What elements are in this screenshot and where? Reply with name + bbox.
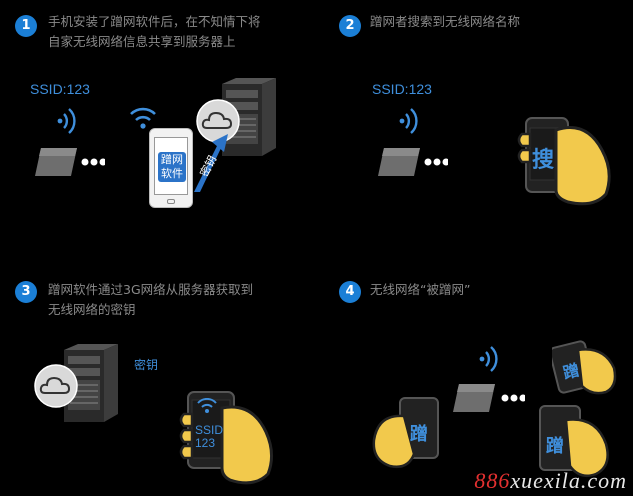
hand-icon — [539, 405, 609, 477]
watermark-prefix: 886 — [474, 468, 511, 493]
wifi-icon — [57, 108, 76, 134]
router-icon — [35, 148, 105, 176]
step-caption-3-line1: 蹭网软件通过3G网络从服务器获取到 — [48, 282, 254, 297]
app-icon: 蹭网 软件 — [158, 152, 186, 182]
phone-char: 蹭 — [410, 424, 428, 445]
phone-ssid: SSID 123 — [195, 424, 223, 450]
step-badge-2: 2 — [339, 15, 361, 37]
panel-step-1: 1 手机安装了蹭网软件后，在不知情下将 自家无线网络信息共享到服务器上 SSID… — [0, 0, 316, 248]
step-caption-4: 无线网络“被蹭网” — [370, 280, 470, 300]
arrow-icon — [194, 134, 228, 192]
wifi-icon — [399, 108, 418, 134]
panel-step-3: 3 蹭网软件通过3G网络从服务器获取到 无线网络的密钥 密钥 SSID 123 — [0, 248, 316, 496]
panel-step-4: 4 无线网络“被蹭网” 蹭 蹭 蹭 — [316, 248, 633, 496]
step-badge-4: 4 — [339, 281, 361, 303]
hand-icon — [179, 391, 273, 485]
step-caption-3-line2: 无线网络的密钥 — [48, 302, 136, 317]
step-caption-1-line2: 自家无线网络信息共享到服务器上 — [48, 34, 236, 49]
hand-icon — [517, 117, 611, 206]
phone-ssid-line2: 123 — [195, 436, 216, 450]
server-icon — [64, 344, 118, 422]
router-icon — [378, 148, 448, 176]
cloud-icon — [34, 364, 78, 408]
cloud-icon — [196, 99, 240, 143]
wifi-icon — [479, 346, 498, 372]
ssid-label: SSID:123 — [30, 81, 90, 97]
step-caption-3: 蹭网软件通过3G网络从服务器获取到 无线网络的密钥 — [48, 280, 253, 320]
step-caption-1: 手机安装了蹭网软件后，在不知情下将 自家无线网络信息共享到服务器上 — [48, 12, 261, 52]
step-caption-2-line1: 蹭网者搜索到无线网络名称 — [370, 14, 521, 29]
step-caption-4-line1: 无线网络“被蹭网” — [370, 282, 471, 297]
step-caption-1-line1: 手机安装了蹭网软件后，在不知情下将 — [48, 14, 261, 29]
key-label: 密钥 — [134, 358, 159, 372]
ssid-label: SSID:123 — [372, 81, 432, 97]
wifi-icon — [130, 107, 156, 129]
watermark-suffix: xuexila.com — [510, 468, 627, 493]
hand-icon — [552, 340, 617, 395]
server-icon — [222, 78, 276, 156]
search-char: 搜 — [532, 148, 555, 173]
panel-step-2: 2 蹭网者搜索到无线网络名称 SSID:123 搜 — [316, 0, 633, 248]
step-badge-1: 1 — [15, 15, 37, 37]
phone-icon: 蹭网 软件 — [149, 128, 193, 208]
step-caption-2: 蹭网者搜索到无线网络名称 — [370, 12, 520, 32]
phone-ssid-line1: SSID — [195, 423, 224, 437]
step-badge-3: 3 — [15, 281, 37, 303]
phone-char: 蹭 — [546, 436, 564, 457]
app-label-line1: 蹭网 — [161, 153, 183, 166]
site-watermark: 886xuexila.com — [474, 468, 627, 494]
router-icon — [453, 384, 525, 412]
hand-icon — [372, 397, 439, 468]
app-label-line2: 软件 — [161, 167, 183, 180]
wifi-icon — [197, 398, 217, 413]
